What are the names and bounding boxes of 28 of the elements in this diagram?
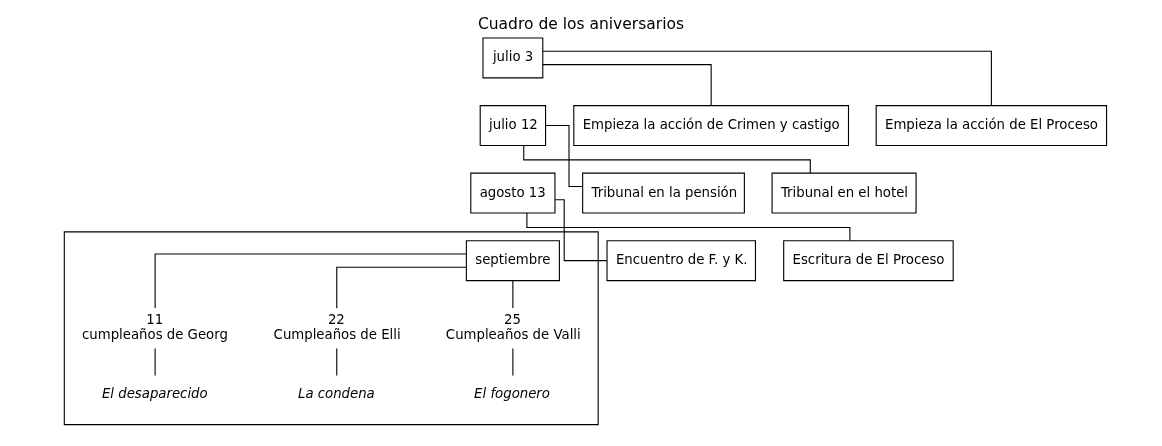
node-text: El fogonero	[474, 386, 550, 402]
node-box: Empieza la acción de Crimen y castigo	[573, 105, 850, 147]
node-box: julio 12	[479, 105, 547, 147]
connector	[542, 50, 992, 106]
node-box: agosto 13	[470, 172, 556, 214]
node-text: 25 Cumpleaños de Valli	[445, 312, 581, 342]
node-text: La condena	[298, 386, 375, 402]
connector	[512, 280, 514, 309]
node-text: 22 Cumpleaños de Elli	[273, 312, 401, 342]
node-box: Encuentro de F. y K.	[606, 240, 756, 282]
connector	[154, 347, 156, 377]
diagram-title: Cuadro de los aniversarios	[477, 15, 685, 34]
connector	[512, 347, 514, 377]
connector	[554, 199, 608, 262]
connector	[545, 124, 584, 187]
node-box: Tribunal en la pensión	[582, 172, 745, 214]
connector	[542, 64, 712, 107]
node-text: El desaparecido	[101, 386, 208, 402]
cluster	[63, 231, 599, 426]
connector	[336, 266, 467, 309]
node-box: julio 3	[482, 37, 544, 79]
node-text: 11 cumpleaños de Georg	[82, 312, 228, 342]
node-box: Tribunal en el hotel	[771, 172, 917, 214]
node-box: Escritura de El Proceso	[783, 240, 954, 282]
node-box: Empieza la acción de El Proceso	[875, 105, 1108, 147]
connector	[336, 347, 338, 377]
connector	[154, 253, 467, 309]
node-box: septiembre	[465, 240, 560, 282]
